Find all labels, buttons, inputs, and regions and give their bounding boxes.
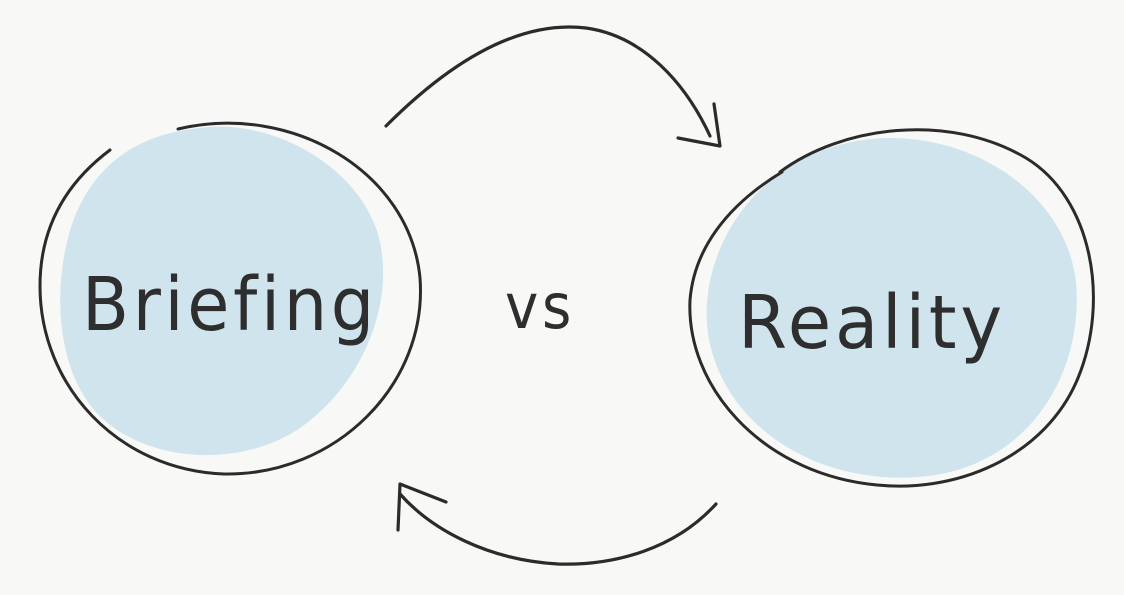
briefing-circle-outline	[38, 121, 422, 476]
top-arrow	[384, 25, 722, 148]
bottom-arrow-head	[396, 482, 448, 532]
reality-label: Reality	[738, 280, 1006, 366]
reality-circle-outline	[688, 128, 1095, 488]
top-arrow-head	[676, 102, 722, 148]
bottom-arrow	[396, 482, 718, 566]
briefing-fill-wash	[60, 126, 384, 456]
top-arrow-curve	[384, 25, 712, 138]
briefing-label: Briefing	[82, 262, 378, 348]
reality-fill-wash	[706, 137, 1077, 478]
briefing-node: Briefing	[38, 121, 422, 476]
reality-node: Reality	[688, 128, 1095, 488]
bottom-arrow-curve	[398, 492, 718, 566]
vs-label: vs	[505, 270, 575, 343]
